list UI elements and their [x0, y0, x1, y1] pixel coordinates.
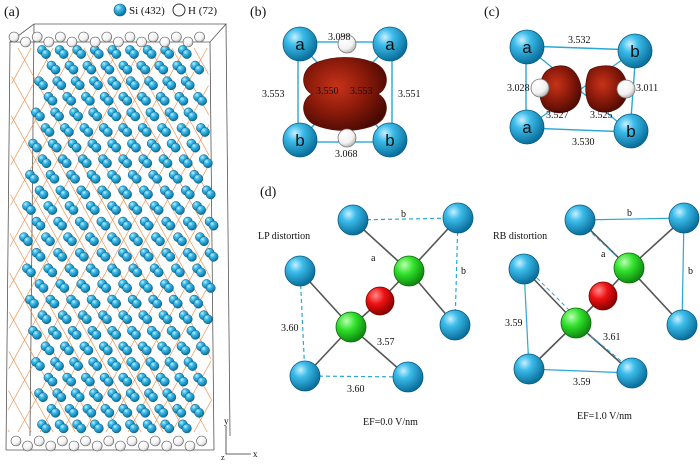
- lp-distortion-diagram: LP distortion b b a 3.60 3.57 3.60 EF=0.…: [258, 202, 474, 428]
- si-atom-b-bottom: [613, 113, 649, 149]
- rb-label-center: 3.61: [603, 332, 621, 343]
- rb-label-b-top: b: [627, 208, 632, 219]
- panel-a-label: (a): [4, 5, 20, 20]
- axis-y-label: y: [224, 416, 229, 426]
- distance-label: 3.553: [350, 86, 373, 97]
- rb-distortion-diagram: RB distortion b b a 3.59 3.61 3.59 EF=1.…: [493, 202, 700, 422]
- axis-triad: y z x: [221, 416, 258, 462]
- lp-label-b-top: b: [401, 209, 406, 220]
- vacancy: [365, 286, 395, 316]
- h-atom-top: [337, 34, 357, 54]
- distance-label: 3.530: [572, 137, 595, 148]
- legend-si-swatch: [113, 3, 127, 17]
- vacancy: [588, 281, 618, 311]
- h-atom-right: [616, 79, 636, 99]
- atom-label: a: [522, 118, 532, 137]
- atom-label: a: [385, 35, 395, 54]
- legend-si-label: Si (432): [129, 5, 165, 17]
- si-atom-a-right: [372, 26, 408, 62]
- n-atom-lower: [560, 307, 592, 339]
- distance-label: 3.550: [316, 86, 339, 97]
- distance-label: 3.011: [636, 83, 658, 94]
- rb-label-a: a: [601, 249, 606, 260]
- atom-label: b: [626, 122, 635, 141]
- distance-label: 3.068: [335, 149, 358, 160]
- lp-field: EF=0.0 V/nm: [363, 417, 418, 428]
- lp-label-a: a: [371, 253, 376, 264]
- si-atom-b-left: [282, 122, 318, 158]
- supercell-box: [5, 23, 231, 451]
- spin-density-left: [539, 65, 582, 114]
- distance-label: 3.098: [328, 32, 351, 43]
- spin-density-isosurface: [303, 57, 387, 131]
- rb-label-left: 3.59: [505, 318, 523, 329]
- axis-x-label: x: [253, 449, 258, 459]
- n-atom-lower: [335, 311, 367, 343]
- atom-label: a: [522, 38, 532, 57]
- distance-label: 3.527: [546, 110, 569, 121]
- legend: Si (432) H (72): [113, 3, 217, 17]
- si-atom-a-left: [282, 26, 318, 62]
- atom-label: b: [385, 131, 394, 150]
- n-atom-upper: [393, 255, 425, 287]
- si-atom-a-top: [509, 29, 545, 65]
- distance-label: 3.553: [262, 89, 285, 100]
- si-atom-b-top: [617, 33, 653, 69]
- si-atom-b-right: [372, 122, 408, 158]
- distance-label: 3.551: [398, 89, 421, 100]
- rb-field: EF=1.0 V/nm: [577, 411, 632, 422]
- distance-label: 3.525: [590, 110, 613, 121]
- distance-label: 3.532: [568, 35, 591, 46]
- legend-h-swatch: [172, 3, 186, 17]
- panel-c-diagram: a b a b 3.532 3.028 3.011 3.527 3.525 3.…: [507, 29, 658, 149]
- rb-label-b-right: b: [688, 266, 693, 277]
- n-atom-upper: [613, 252, 645, 284]
- atom-label: b: [630, 42, 639, 61]
- rb-title: RB distortion: [493, 231, 547, 242]
- h-atom-left: [530, 78, 550, 98]
- h-atom-bottom: [337, 128, 357, 148]
- lp-label-left: 3.60: [281, 323, 299, 334]
- lp-title: LP distortion: [258, 231, 310, 242]
- lp-label-center: 3.57: [377, 337, 395, 348]
- panel-b-diagram: a a b b 3.098 3.553 3.551 3.550 3.553 3.…: [262, 26, 421, 160]
- distance-label: 3.028: [507, 83, 530, 94]
- atom-label: b: [295, 131, 304, 150]
- panel-b-label: (b): [250, 5, 267, 20]
- si-lattice: [8, 31, 219, 452]
- si-atom-a-bottom: [509, 109, 545, 145]
- legend-h-label: H (72): [188, 5, 217, 17]
- rb-label-bottom: 3.59: [573, 377, 591, 388]
- lp-label-bottom: 3.60: [347, 384, 365, 395]
- panel-d-label: (d): [260, 185, 277, 200]
- lp-label-b-right: b: [461, 266, 466, 277]
- panel-c-label: (c): [484, 5, 500, 20]
- axis-z-label: z: [221, 453, 225, 462]
- atom-label: a: [295, 35, 305, 54]
